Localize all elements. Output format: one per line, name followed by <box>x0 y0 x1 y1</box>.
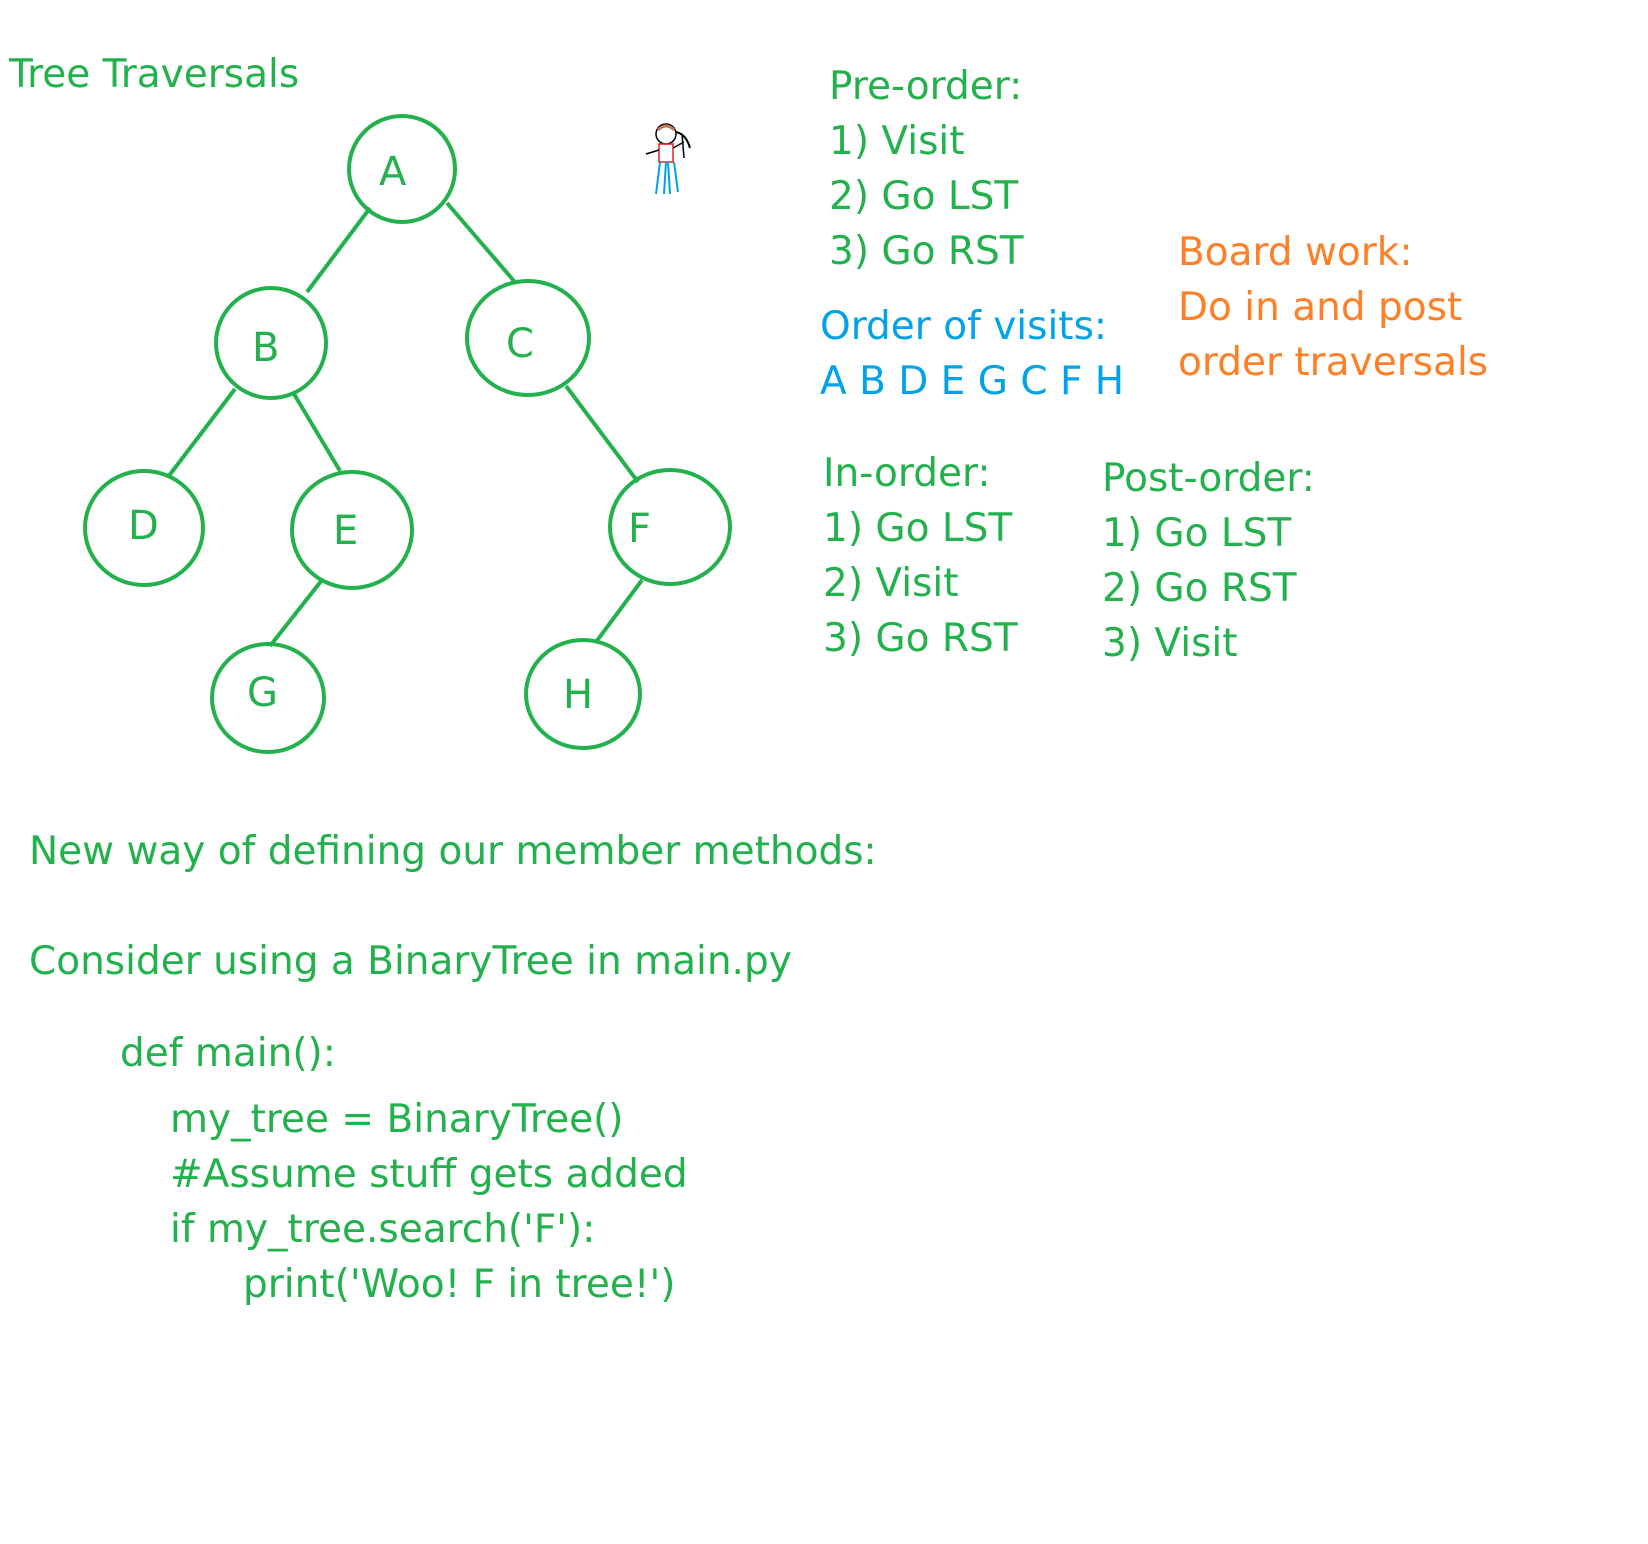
tree-edge-b-e <box>292 392 342 473</box>
visits-heading: Order of visits: <box>820 304 1108 349</box>
tree-node-e-label: E <box>333 508 358 554</box>
tree-node-d-label: D <box>128 503 159 549</box>
tree-node-a-label: A <box>379 149 407 195</box>
inorder-step-2: 2) Visit <box>823 561 959 606</box>
preorder-step-3: 3) Go RST <box>829 229 1024 274</box>
postorder-heading: Post-order: <box>1102 456 1315 501</box>
board-work-line-2: Do in and post <box>1178 285 1463 330</box>
tree-node-f-label: F <box>628 506 651 552</box>
code-line-comment: #Assume stuff gets added <box>170 1152 688 1197</box>
code-line-print: print('Woo! F in tree!') <box>243 1262 676 1307</box>
tree-node-c-label: C <box>506 321 534 367</box>
tree-node-g-circle <box>210 642 326 754</box>
consider-note: Consider using a BinaryTree in main.py <box>29 939 792 984</box>
tree-edge-b-d <box>166 387 237 479</box>
member-methods-note: New way of defining our member methods: <box>29 829 877 874</box>
postorder-step-3: 3) Visit <box>1102 621 1238 666</box>
tree-node-d-circle <box>83 469 205 587</box>
inorder-step-3: 3) Go RST <box>823 616 1018 661</box>
tree-node-g-label: G <box>247 670 278 716</box>
inorder-step-1: 1) Go LST <box>823 506 1013 551</box>
code-line-def-main: def main(): <box>120 1031 336 1076</box>
board-work-line-1: Board work: <box>1178 230 1413 275</box>
tree-edge-c-f <box>564 384 640 484</box>
tree-node-c-circle <box>465 279 591 397</box>
board-work-line-3: order traversals <box>1178 340 1489 385</box>
person-with-pickaxe-icon <box>645 123 691 195</box>
tree-node-b-circle <box>214 286 328 400</box>
tree-node-f-circle <box>608 468 732 586</box>
preorder-heading: Pre-order: <box>829 64 1023 109</box>
page-title: Tree Traversals <box>9 52 300 97</box>
tree-edge-a-b <box>305 206 372 294</box>
tree-edge-f-h <box>594 578 644 644</box>
tree-node-e-circle <box>290 470 414 590</box>
visits-sequence: A B D E G C F H <box>820 359 1125 404</box>
postorder-step-1: 1) Go LST <box>1102 511 1292 556</box>
preorder-step-1: 1) Visit <box>829 119 965 164</box>
tree-edge-e-g <box>268 578 324 648</box>
code-line-my-tree: my_tree = BinaryTree() <box>170 1097 624 1142</box>
postorder-step-2: 2) Go RST <box>1102 566 1297 611</box>
inorder-heading: In-order: <box>823 451 991 496</box>
tree-node-h-label: H <box>563 672 593 718</box>
tree-node-a-circle <box>347 114 457 224</box>
binary-tree-diagram: A B C D E F G H <box>83 114 732 754</box>
code-line-if-search: if my_tree.search('F'): <box>170 1207 596 1252</box>
tree-node-h-circle <box>524 638 642 750</box>
tree-edge-a-c <box>445 201 516 283</box>
preorder-step-2: 2) Go LST <box>829 174 1019 219</box>
tree-node-b-label: B <box>252 325 279 371</box>
